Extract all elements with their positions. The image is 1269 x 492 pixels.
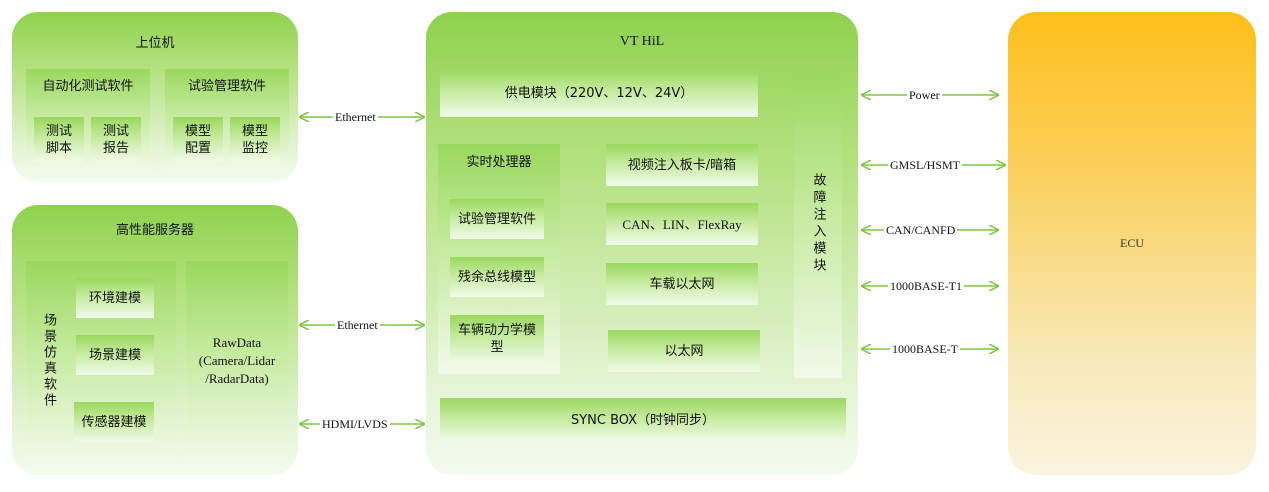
host-computer-title: 上位机 xyxy=(135,36,175,51)
auto-test-software-label: 自动化测试软件 xyxy=(42,79,134,94)
rawdata-box: RawData (Camera/Lidar /RadarData) xyxy=(186,261,288,461)
host-computer-panel: 上位机 自动化测试软件 测试 脚本 测试 报告 试验管理软件 模型 配置 模型 … xyxy=(12,12,298,182)
label-1000base-t: 1000BASE-T xyxy=(890,342,960,356)
sync-box: SYNC BOX（时钟同步） xyxy=(440,398,846,442)
residual-bus-model-box: 残余总线模型 xyxy=(450,257,544,297)
ethernet-box: 以太网 xyxy=(608,330,760,372)
server-title: 高性能服务器 xyxy=(115,223,194,238)
model-monitor-box: 模型 监控 xyxy=(230,117,280,162)
label-server-vt-hdmi: HDMI/LVDS xyxy=(320,417,390,431)
vt-hil-panel: VT HiL 供电模块（220V、12V、24V） 实时处理器 试验管理软件 残… xyxy=(426,12,858,475)
realtime-processor-label: 实时处理器 xyxy=(466,155,532,170)
label-can: CAN/CANFD xyxy=(884,223,958,237)
model-config-box: 模型 配置 xyxy=(173,117,223,162)
scene-modeling-box: 场景建模 xyxy=(76,335,154,375)
env-modeling-box: 环境建模 xyxy=(76,278,154,318)
label-1000base-t1: 1000BASE-T1 xyxy=(888,279,964,293)
label-power: Power xyxy=(907,88,942,102)
auto-ethernet-box: 车载以太网 xyxy=(606,263,758,305)
video-injection-box: 视频注入板卡/暗箱 xyxy=(606,144,758,186)
fault-injection-box: 故障注入模块 xyxy=(794,70,842,378)
scene-sim-software-label: 场景仿真软件 xyxy=(41,313,56,409)
label-host-vt: Ethernet xyxy=(333,110,378,124)
label-server-vt-ethernet: Ethernet xyxy=(335,318,380,332)
ecu-label: ECU xyxy=(1120,236,1144,250)
rt-test-mgmt-box: 试验管理软件 xyxy=(450,199,544,239)
can-lin-flexray-box: CAN、LIN、FlexRay xyxy=(606,203,758,245)
ecu-panel: ECU xyxy=(1008,12,1256,475)
test-report-box: 测试 报告 xyxy=(91,117,141,162)
test-script-box: 测试 脚本 xyxy=(34,117,84,162)
server-panel: 高性能服务器 场景仿真软件 环境建模 场景建模 传感器建模 RawData (C… xyxy=(12,205,298,475)
fault-injection-label: 故障注入模块 xyxy=(810,173,826,275)
sensor-modeling-box: 传感器建模 xyxy=(74,402,154,442)
vt-hil-title: VT HiL xyxy=(619,34,665,49)
vehicle-dynamics-model-box: 车辆动力学模 型 xyxy=(450,315,544,363)
power-module-box: 供电模块（220V、12V、24V） xyxy=(440,69,758,117)
label-gmsl: GMSL/HSMT xyxy=(888,158,963,172)
host-test-mgmt-label: 试验管理软件 xyxy=(187,79,266,94)
